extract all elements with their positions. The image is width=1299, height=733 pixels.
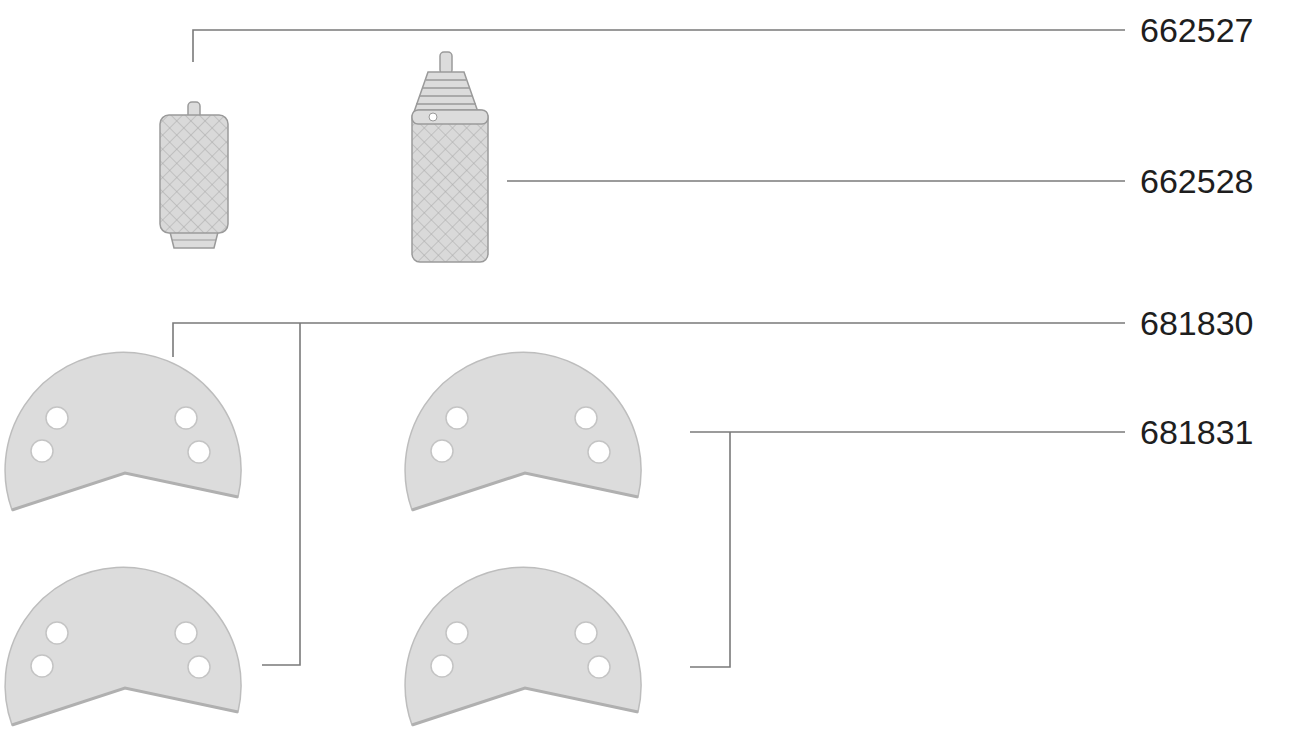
knurled-sleeve [412,52,488,262]
callout-number: 681830 [1140,306,1253,340]
plate [5,352,241,510]
callout-number: 681831 [1140,415,1253,449]
callout-number: 662527 [1140,13,1253,47]
callout-number: 662528 [1140,164,1253,198]
plate [5,567,241,725]
knurled-knob [160,102,228,248]
leader-lines [173,30,1125,667]
plate [405,567,641,725]
plate [405,352,641,510]
